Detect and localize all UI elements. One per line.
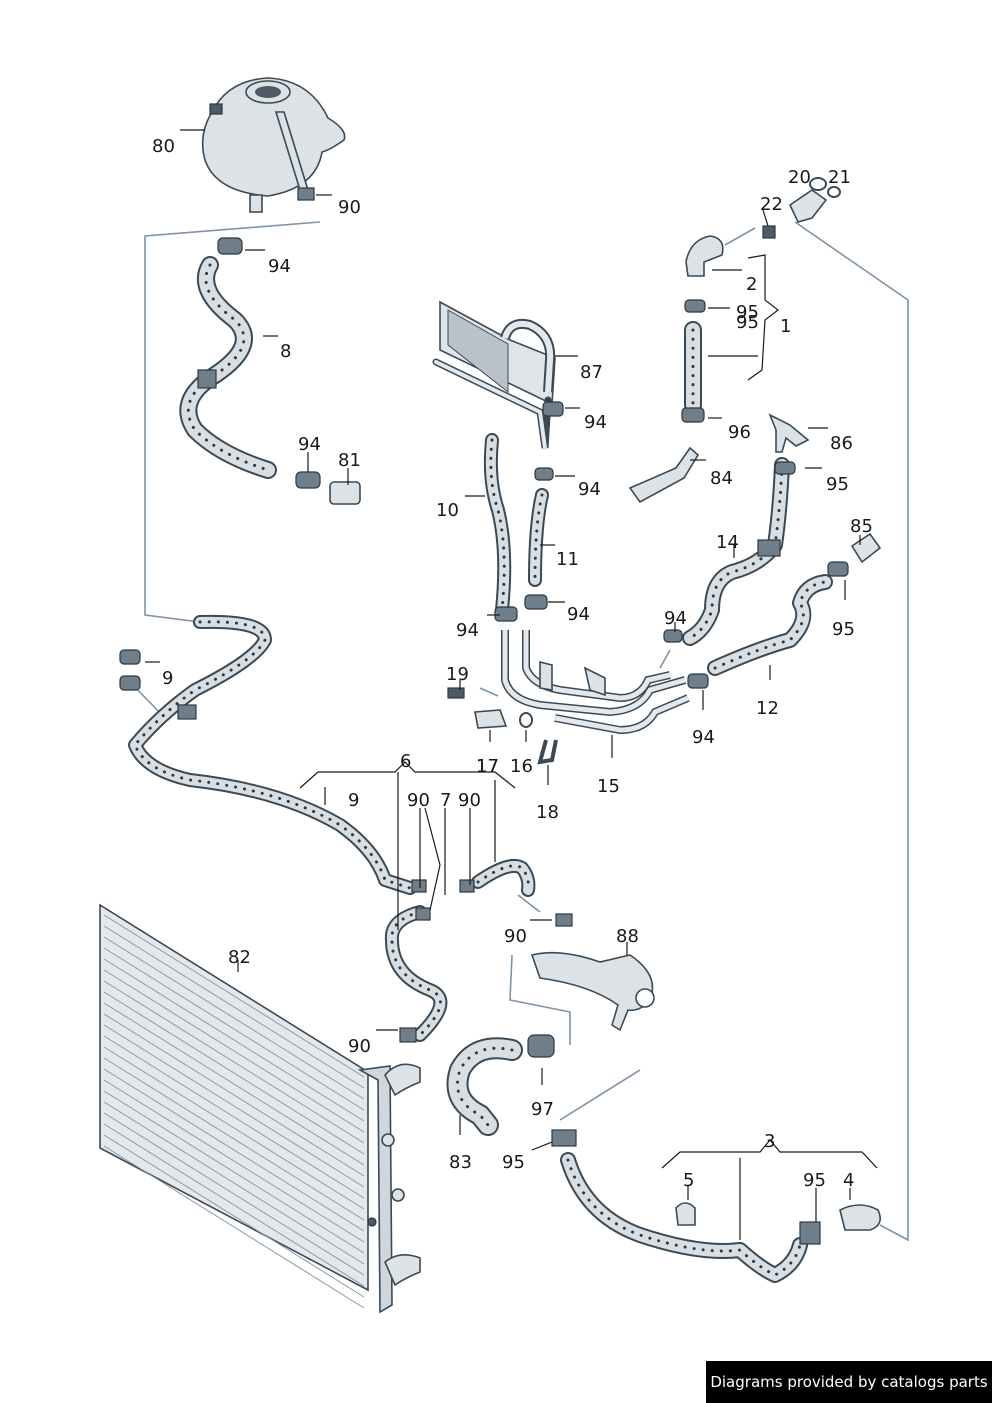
clamps bbox=[119, 187, 849, 1245]
label-20: 20 bbox=[788, 167, 811, 188]
radiator-fin-line bbox=[103, 1101, 365, 1265]
footer-credit: Diagrams provided by catalogs parts bbox=[706, 1361, 992, 1403]
radiator-fin-line bbox=[103, 947, 365, 1111]
label-90: 90 bbox=[407, 790, 430, 811]
dashed-connector-lines bbox=[127, 221, 909, 1242]
radiator-fins bbox=[103, 914, 365, 1309]
label-95: 95 bbox=[803, 1170, 826, 1191]
label-81: 81 bbox=[338, 450, 361, 471]
label-94: 94 bbox=[456, 620, 479, 641]
hose-17 bbox=[471, 858, 536, 897]
hose-9-upper bbox=[128, 614, 417, 895]
radiator-fin-line bbox=[103, 914, 365, 1078]
expansion-tank bbox=[201, 77, 346, 213]
label-94: 94 bbox=[664, 608, 687, 629]
radiator-fin-line bbox=[103, 958, 365, 1122]
hose-83 bbox=[446, 1037, 523, 1136]
label-21: 21 bbox=[828, 167, 851, 188]
radiator-fin-line bbox=[103, 925, 365, 1089]
radiator-fin-line bbox=[103, 1112, 365, 1276]
label-5: 5 bbox=[683, 1170, 694, 1191]
radiator-fin-line bbox=[103, 1145, 365, 1309]
label-94: 94 bbox=[268, 256, 291, 277]
label-22: 22 bbox=[760, 194, 783, 215]
radiator-fin-line bbox=[103, 1024, 365, 1188]
label-9: 9 bbox=[162, 668, 173, 689]
label-94: 94 bbox=[578, 479, 601, 500]
radiator-fin-line bbox=[103, 1068, 365, 1232]
hose-8 bbox=[179, 256, 277, 479]
label-96: 96 bbox=[728, 422, 751, 443]
label-94: 94 bbox=[584, 412, 607, 433]
label-18: 18 bbox=[536, 802, 559, 823]
label-90: 90 bbox=[338, 197, 361, 218]
label-15: 15 bbox=[597, 776, 620, 797]
label-88: 88 bbox=[616, 926, 639, 947]
label-17: 17 bbox=[476, 756, 499, 777]
label-95: 95 bbox=[736, 312, 759, 333]
label-87: 87 bbox=[580, 362, 603, 383]
label-82: 82 bbox=[228, 947, 251, 968]
label-3: 3 bbox=[764, 1131, 775, 1152]
misc-parts bbox=[329, 177, 882, 1231]
radiator-fin-line bbox=[103, 1090, 365, 1254]
label-11: 11 bbox=[556, 549, 579, 570]
label-9: 9 bbox=[348, 790, 359, 811]
label-86: 86 bbox=[830, 433, 853, 454]
label-7: 7 bbox=[440, 790, 451, 811]
label-84: 84 bbox=[710, 468, 733, 489]
radiator bbox=[99, 903, 421, 1314]
label-8: 8 bbox=[280, 341, 291, 362]
label-10: 10 bbox=[436, 500, 459, 521]
label-6: 6 bbox=[400, 751, 411, 772]
label-16: 16 bbox=[510, 756, 533, 777]
radiator-fin-line bbox=[103, 1035, 365, 1199]
label-83: 83 bbox=[449, 1152, 472, 1173]
radiator-fin-line bbox=[103, 1057, 365, 1221]
label-17: 17 bbox=[476, 756, 499, 777]
radiator-fin-line bbox=[103, 1013, 365, 1177]
label-94: 94 bbox=[567, 604, 590, 625]
hose-lower-9 bbox=[384, 905, 448, 1042]
heater-core bbox=[432, 300, 556, 450]
label-12: 12 bbox=[756, 698, 779, 719]
label-14: 14 bbox=[716, 532, 739, 553]
label-97: 97 bbox=[531, 1099, 554, 1120]
label-94: 94 bbox=[298, 434, 321, 455]
label-90: 90 bbox=[458, 790, 481, 811]
hoses bbox=[128, 256, 833, 1283]
label-94: 94 bbox=[692, 727, 715, 748]
radiator-fin-line bbox=[103, 936, 365, 1100]
label-95: 95 bbox=[736, 302, 759, 323]
label-4: 4 bbox=[843, 1170, 854, 1191]
radiator-fin-line bbox=[103, 1046, 365, 1210]
radiator-fin-line bbox=[103, 969, 365, 1133]
label-1: 1 bbox=[780, 316, 791, 337]
label-95: 95 bbox=[502, 1152, 525, 1173]
hose-10 bbox=[483, 433, 512, 617]
radiator-fin-line bbox=[103, 1134, 365, 1298]
radiator-fin-line bbox=[103, 1123, 365, 1287]
leader-lines bbox=[145, 129, 878, 1240]
label-90: 90 bbox=[348, 1036, 371, 1057]
callout-labels: 80 90 94 8 94 81 20 21 22 2 95 95 1 87 9… bbox=[152, 136, 873, 1191]
label-2: 2 bbox=[746, 274, 757, 295]
label-85: 85 bbox=[850, 516, 873, 537]
hose-14 bbox=[682, 457, 790, 646]
pipe-assembly bbox=[501, 630, 690, 735]
radiator-fin-line bbox=[103, 980, 365, 1144]
radiator-fin-line bbox=[103, 991, 365, 1155]
label-95: 95 bbox=[826, 474, 849, 495]
label-90: 90 bbox=[504, 926, 527, 947]
hose-11 bbox=[528, 488, 549, 587]
radiator-fin-line bbox=[103, 1079, 365, 1243]
label-95: 95 bbox=[832, 619, 855, 640]
hose-3 bbox=[560, 1152, 808, 1283]
label-19: 19 bbox=[446, 664, 469, 685]
radiator-fin-line bbox=[103, 1002, 365, 1166]
hose-12 bbox=[707, 574, 833, 676]
label-80: 80 bbox=[152, 136, 175, 157]
